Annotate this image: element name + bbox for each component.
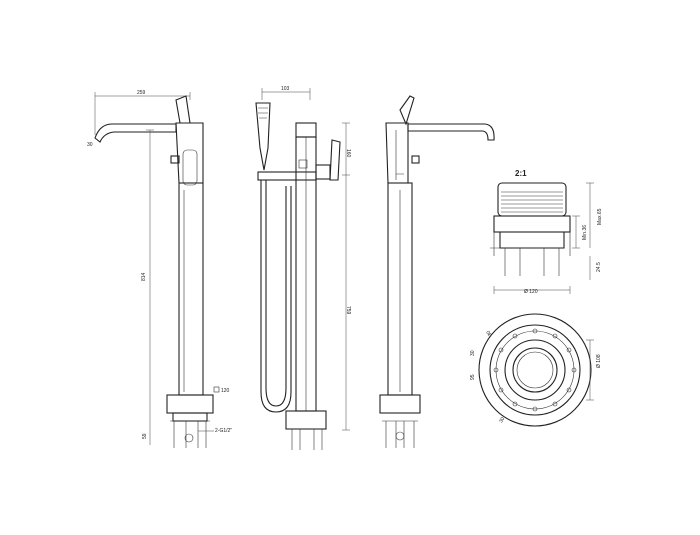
square-symbol	[213, 386, 220, 393]
dim-bottom: 24.5	[596, 262, 602, 272]
dim-spout-drop: 30	[87, 142, 93, 148]
dim-thread: 2-G1/2"	[215, 428, 232, 434]
column-body	[178, 182, 204, 396]
lever-handle	[175, 95, 191, 124]
dim-height-814: 814	[141, 272, 147, 281]
shower-hose	[265, 180, 287, 407]
plan-view: Ø 108 30 95 30 30	[470, 313, 602, 427]
mixer-body	[175, 122, 204, 184]
dim-min: Min.36	[582, 225, 588, 240]
angle-top: 30	[485, 329, 493, 337]
detail-body	[493, 215, 571, 233]
spout	[94, 123, 177, 143]
detail-section: 2:1 Min.36 Max.65 24.5 Ø 120	[490, 169, 603, 295]
shower-holder	[257, 171, 317, 181]
side-knob-right	[411, 155, 420, 164]
angle-3: 30	[498, 416, 506, 424]
angle-1: 30	[470, 350, 476, 356]
angle-2: 95	[470, 374, 476, 380]
dim-plan-diameter: Ø 108	[596, 354, 602, 368]
mixer-head	[295, 122, 317, 138]
dim-spout-width: 259	[137, 90, 146, 96]
detail-cap	[497, 182, 567, 217]
hand-shower	[255, 102, 271, 171]
dim-max: Max.65	[597, 208, 603, 225]
diverter	[315, 164, 331, 180]
lever-right	[399, 95, 415, 126]
dim-base-59: 59	[142, 433, 148, 439]
mixer-body-right	[385, 122, 409, 184]
base-right	[379, 394, 421, 414]
base-flange	[166, 394, 214, 414]
dim-square-120: 120	[221, 388, 230, 394]
plan-outer-circle	[478, 313, 592, 427]
dim-top-drop: 160	[345, 149, 351, 158]
base-front	[285, 410, 327, 430]
dim-height-759: 759	[345, 306, 351, 315]
view-2-front: 103 160 759	[255, 86, 351, 450]
dim-top-width: 103	[281, 86, 290, 92]
side-knob	[170, 155, 180, 164]
spout-right	[407, 123, 495, 141]
view-3-side	[379, 95, 495, 448]
lever-side	[329, 139, 341, 181]
plan-inner-ring	[504, 339, 566, 401]
dim-diameter-120: Ø 120	[524, 289, 538, 295]
detail-scale: 2:1	[515, 169, 527, 178]
view-1-side: 259 30 814 59 120 2-G1/2"	[87, 90, 232, 448]
